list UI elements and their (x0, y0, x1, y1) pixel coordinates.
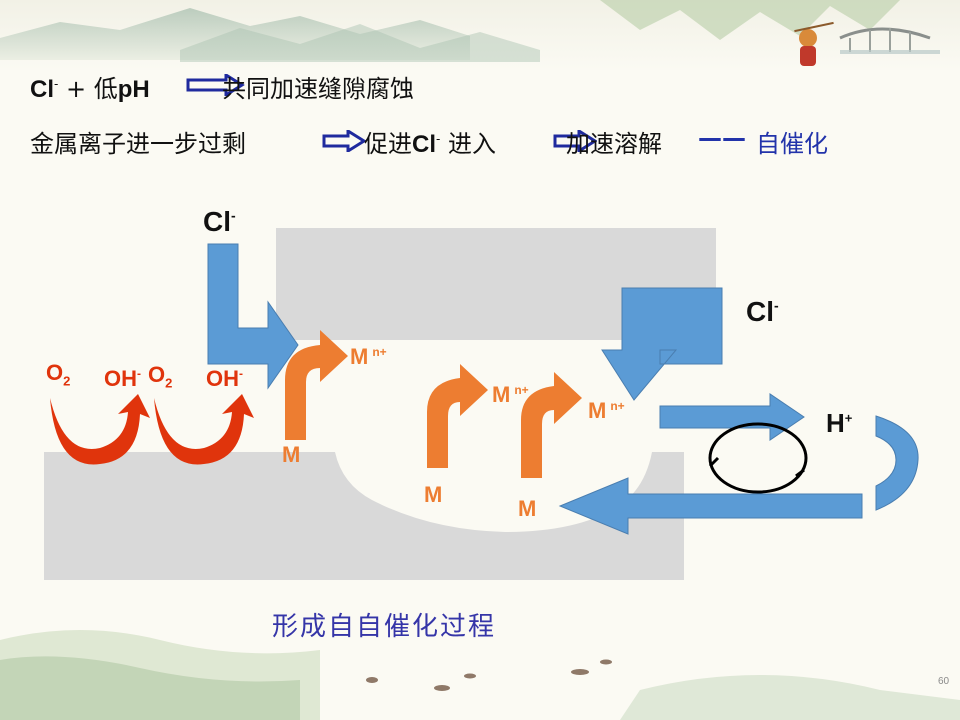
mn-2-sup: n+ (514, 383, 528, 397)
oh-2-sup: - (239, 367, 243, 381)
h-plus-curved-return (876, 416, 918, 510)
h-plus-label: H+ (826, 408, 852, 439)
o2-2-sub: 2 (165, 375, 172, 390)
mn-3-text: M (588, 398, 606, 423)
mn-3-sup: n+ (610, 399, 624, 413)
oh-label-2: OH- (206, 366, 243, 392)
oh-1-sup: - (137, 367, 141, 381)
h-plus-outflow-arrow (660, 394, 804, 440)
cl-top-text: Cl (203, 206, 231, 237)
metal-label-1: M (282, 442, 300, 468)
metal-label-3: M (518, 496, 536, 522)
metal-dissolution-arrow-2 (427, 364, 488, 468)
cl-label-right: Cl- (746, 296, 779, 328)
cl-top-sup: - (231, 208, 236, 224)
o2-label-2: O2 (148, 362, 172, 390)
oh-2-text: OH (206, 366, 239, 391)
mn-2-text: M (492, 382, 510, 407)
o2-1-sub: 2 (63, 373, 70, 388)
mn-1-sup: n+ (372, 345, 386, 359)
metal-label-2: M (424, 482, 442, 508)
o2-label-1: O2 (46, 360, 70, 388)
mn-1-text: M (350, 344, 368, 369)
cycle-circle-icon (710, 424, 806, 492)
oh-1-text: OH (104, 366, 137, 391)
o2-2-text: O (148, 362, 165, 387)
cl-right-text: Cl (746, 296, 774, 327)
h-sup: + (845, 410, 853, 425)
h-text: H (826, 408, 845, 438)
cl-label-top: Cl- (203, 206, 236, 238)
diagram-caption: 形成自自催化过程 (272, 606, 496, 643)
oh-label-1: OH- (104, 366, 141, 392)
page-number: 60 (938, 676, 949, 687)
o2-1-text: O (46, 360, 63, 385)
metal-dissolution-arrow-3 (521, 372, 582, 478)
cl-right-sup: - (774, 298, 779, 314)
